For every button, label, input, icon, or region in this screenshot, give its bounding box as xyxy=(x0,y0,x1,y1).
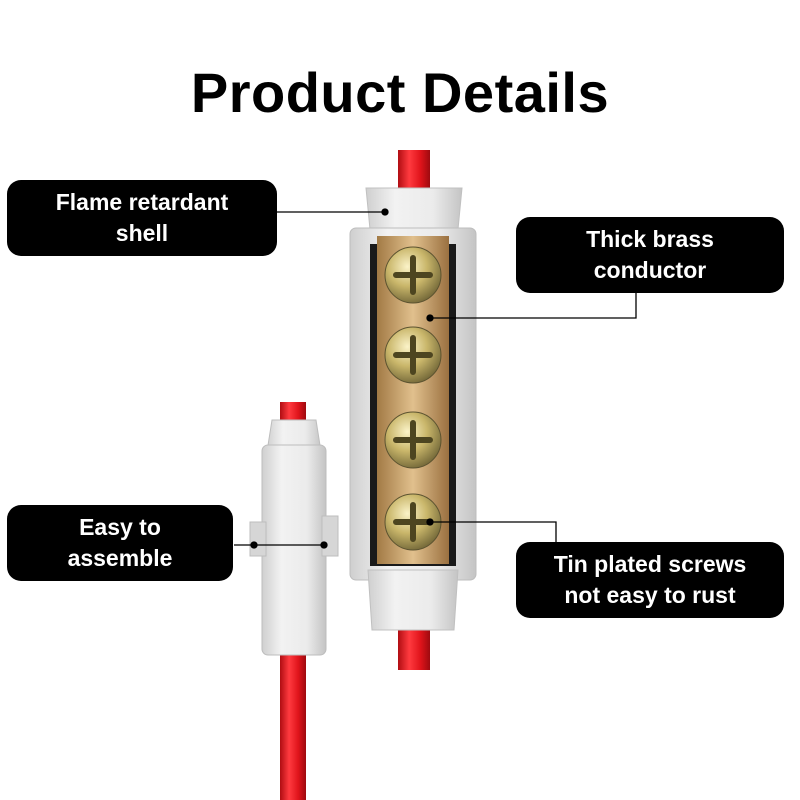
callout-easy-to-assemble: Easy to assemble xyxy=(7,505,233,581)
callout-screws-line2: not easy to rust xyxy=(564,582,736,608)
callout-screws-line1: Tin plated screws xyxy=(553,551,747,577)
small-connector xyxy=(249,402,339,800)
leader-lines xyxy=(234,208,637,549)
callout-shell-line1: Flame retardant xyxy=(55,189,229,215)
screw-icon xyxy=(384,246,442,304)
callout-assemble-line1: Easy to xyxy=(79,514,161,540)
screw-icon xyxy=(384,326,442,384)
latch-right xyxy=(321,515,339,557)
housing-body xyxy=(261,444,327,656)
callout-tin-plated-screws: Tin plated screws not easy to rust xyxy=(516,542,784,618)
callout-thick-brass-conductor: Thick brass conductor xyxy=(516,217,784,293)
leader-screws xyxy=(430,521,557,543)
latch-left xyxy=(249,521,267,557)
housing-bottom-cap xyxy=(367,569,459,631)
screw-icon xyxy=(384,493,442,551)
callout-brass-line1: Thick brass xyxy=(586,226,714,252)
page-title: Product Details xyxy=(190,60,610,124)
screw-icon xyxy=(384,411,442,469)
large-connector xyxy=(349,150,477,670)
wire-bottom xyxy=(280,650,306,800)
callout-brass-line2: conductor xyxy=(593,257,707,283)
callout-flame-retardant-shell: Flame retardant shell xyxy=(7,180,277,256)
callout-shell-line2: shell xyxy=(115,220,169,246)
callout-assemble-line2: assemble xyxy=(67,545,173,571)
leader-brass xyxy=(430,292,637,319)
